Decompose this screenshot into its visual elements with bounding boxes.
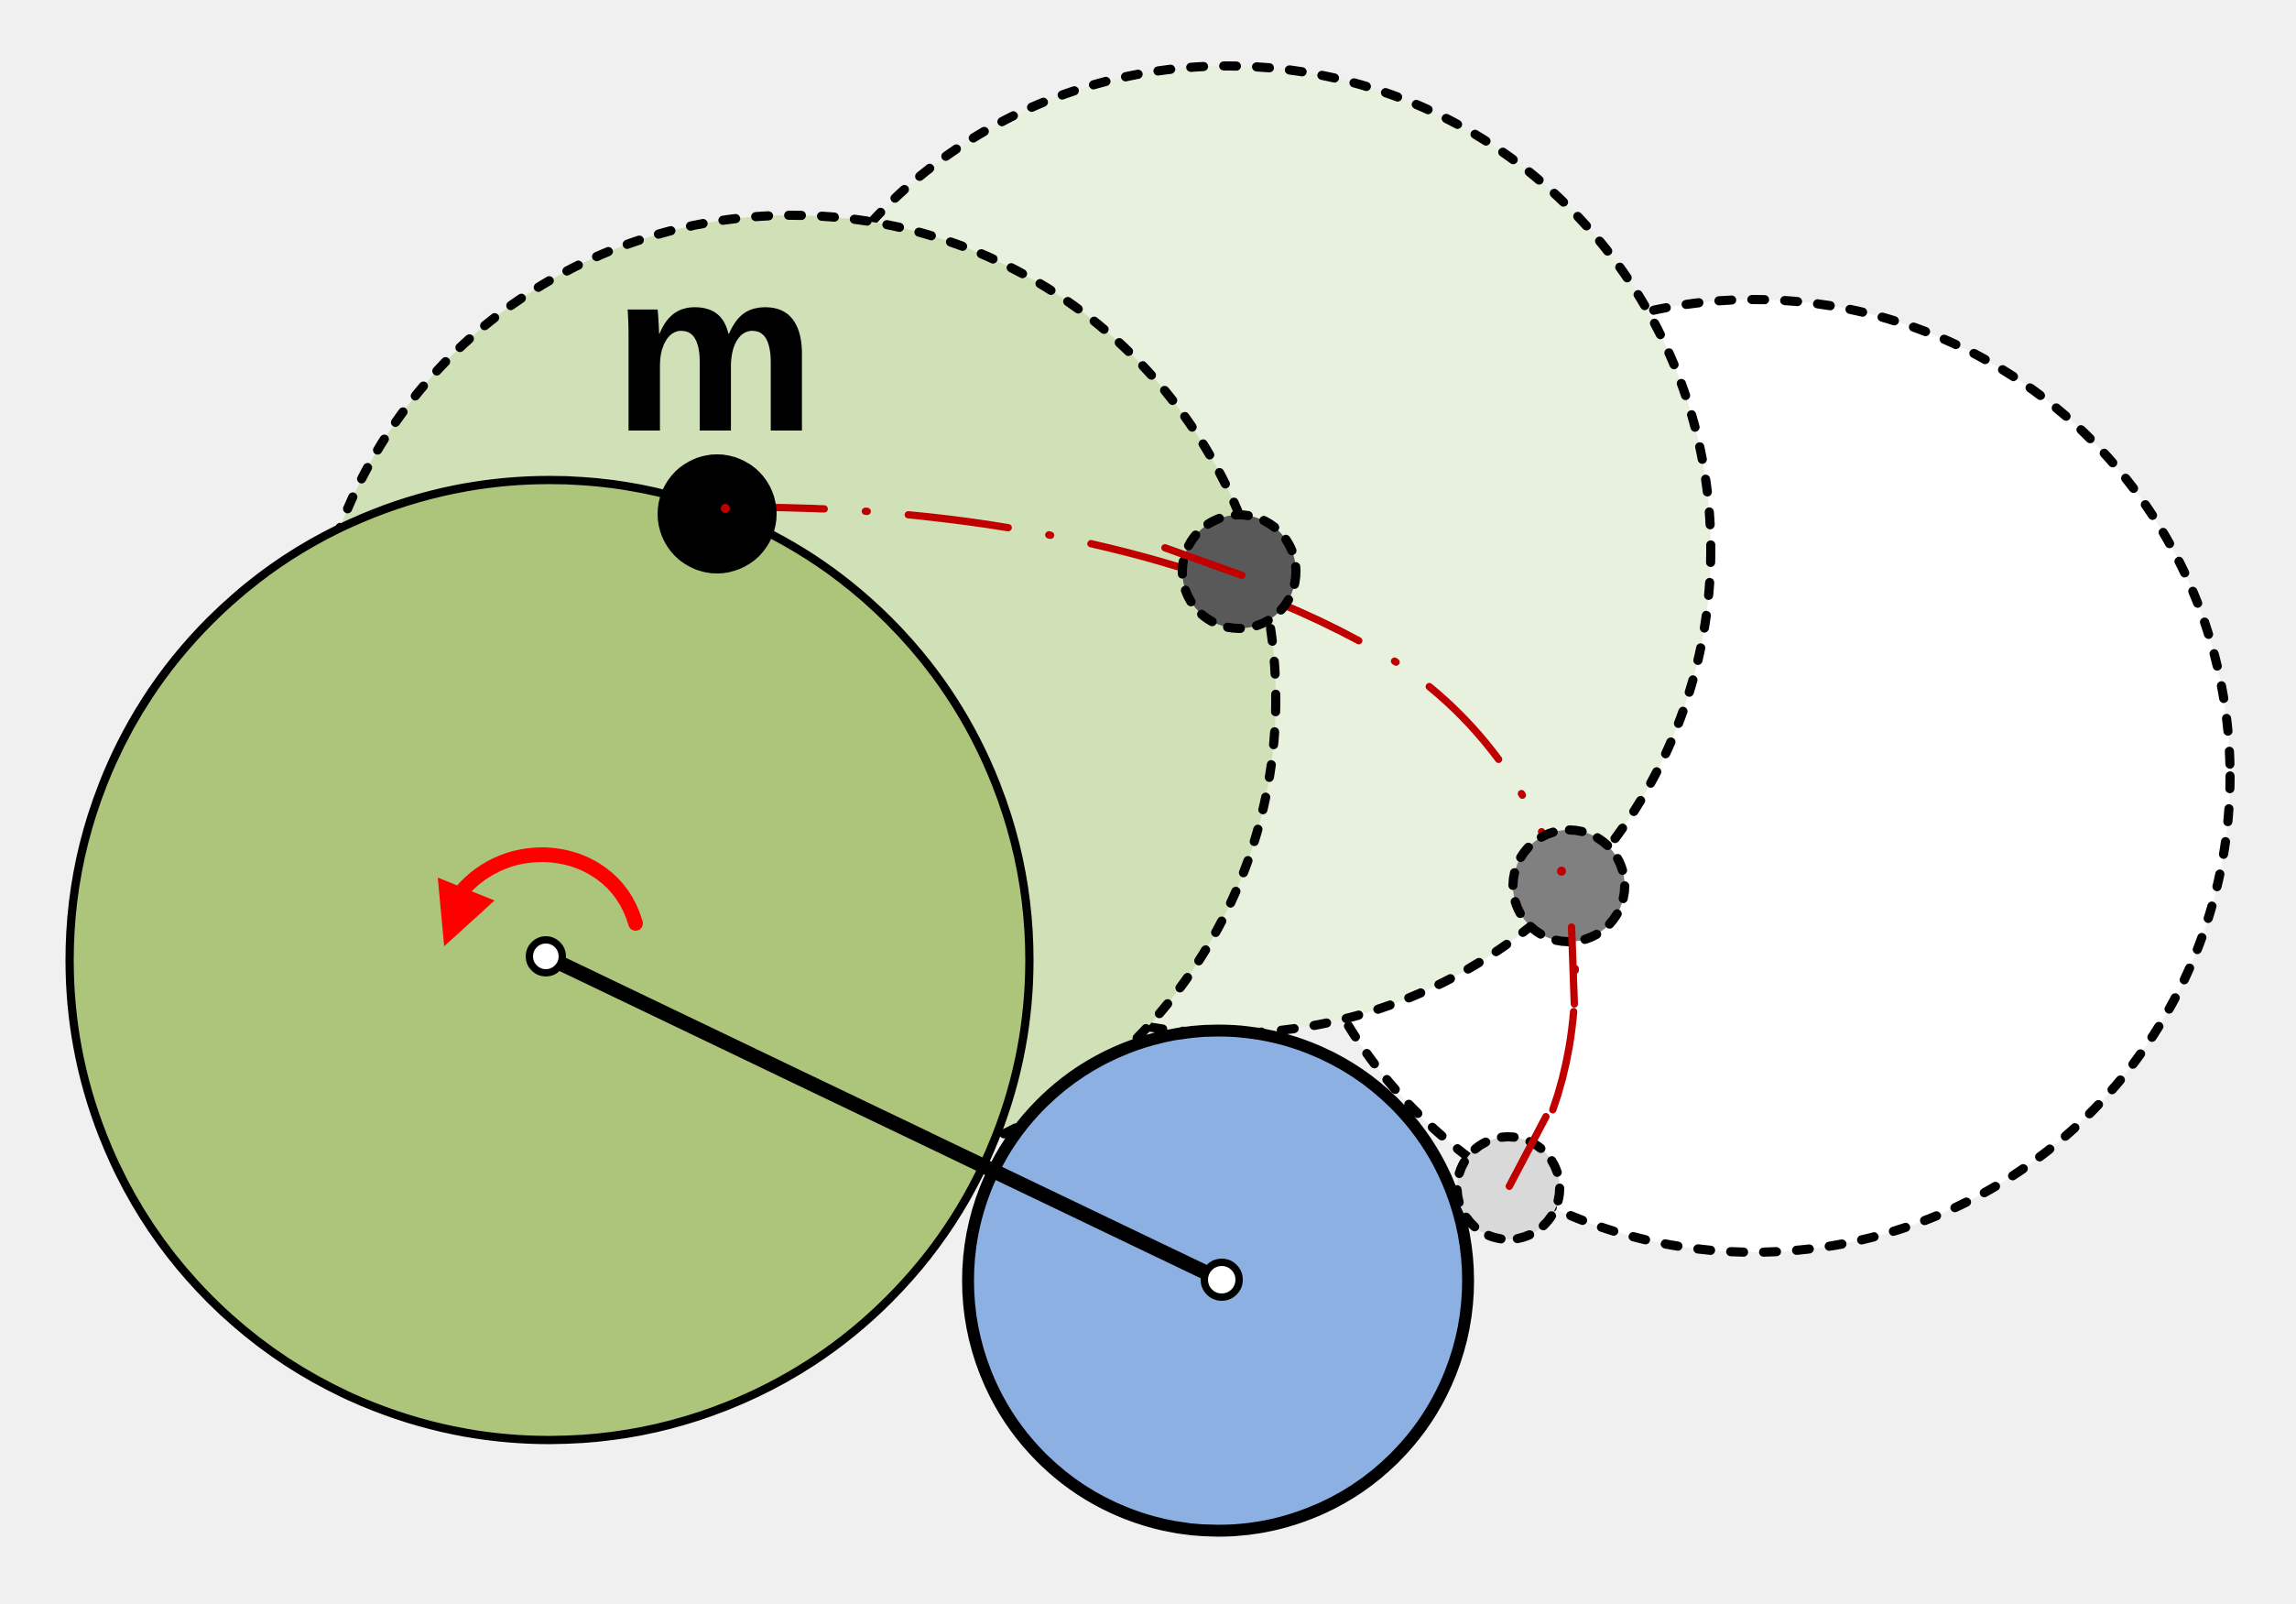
large-gear-pivot xyxy=(526,936,566,977)
trajectory-segment-ghost-1 xyxy=(1161,544,1246,579)
mass-label: m xyxy=(613,224,816,479)
mass-current xyxy=(658,454,777,573)
trajectory-segment-ghost-3 xyxy=(1506,1113,1550,1190)
mass-current-center-dot xyxy=(721,504,730,513)
rotation-arrow xyxy=(438,846,643,946)
counterclockwise-arrow-icon xyxy=(446,846,643,931)
mass-ghost-2-center-dot xyxy=(1557,867,1566,876)
crank-arm xyxy=(539,949,1230,1288)
trajectory-segment-ghost-2 xyxy=(1568,923,1578,1008)
small-gear-pivot xyxy=(1201,1259,1243,1301)
mass-trajectory xyxy=(720,503,1580,1213)
rotation-arrowhead xyxy=(438,878,495,946)
